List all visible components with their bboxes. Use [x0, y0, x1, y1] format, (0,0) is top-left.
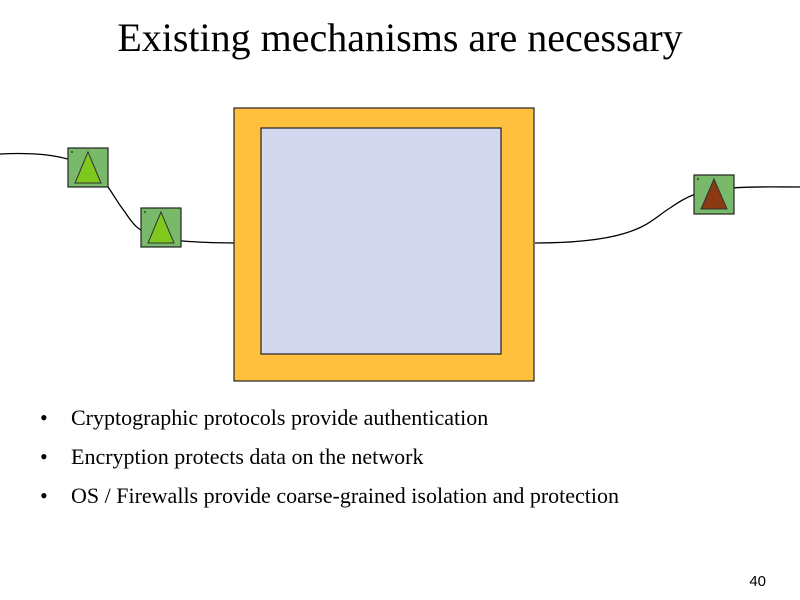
bullet-item: • Encryption protects data on the networ…	[40, 437, 619, 476]
red-triangle-icon	[700, 177, 728, 210]
untrusted-node	[693, 174, 735, 215]
bullet-text: OS / Firewalls provide coarse-grained is…	[71, 483, 620, 508]
bullet-list: • Cryptographic protocols provide authen…	[40, 398, 619, 515]
network-line-left	[0, 152, 236, 244]
slide-title: Existing mechanisms are necessary	[117, 15, 683, 60]
network-line-right	[534, 186, 800, 244]
bullet-dot-icon: •	[40, 483, 48, 508]
green-triangle-icon	[147, 210, 175, 244]
host-inner-box	[260, 127, 502, 355]
bullet-item: • OS / Firewalls provide coarse-grained …	[40, 476, 619, 515]
bullet-item: • Cryptographic protocols provide authen…	[40, 398, 619, 437]
trusted-node-2	[140, 207, 182, 248]
bullet-dot-icon: •	[40, 405, 48, 430]
bullet-text: Encryption protects data on the network	[71, 444, 424, 469]
bullet-dot-icon: •	[40, 444, 48, 469]
bullet-text: Cryptographic protocols provide authenti…	[71, 405, 489, 430]
page-number: 40	[749, 573, 766, 590]
green-triangle-icon	[74, 150, 102, 184]
trusted-node-1	[67, 147, 109, 188]
